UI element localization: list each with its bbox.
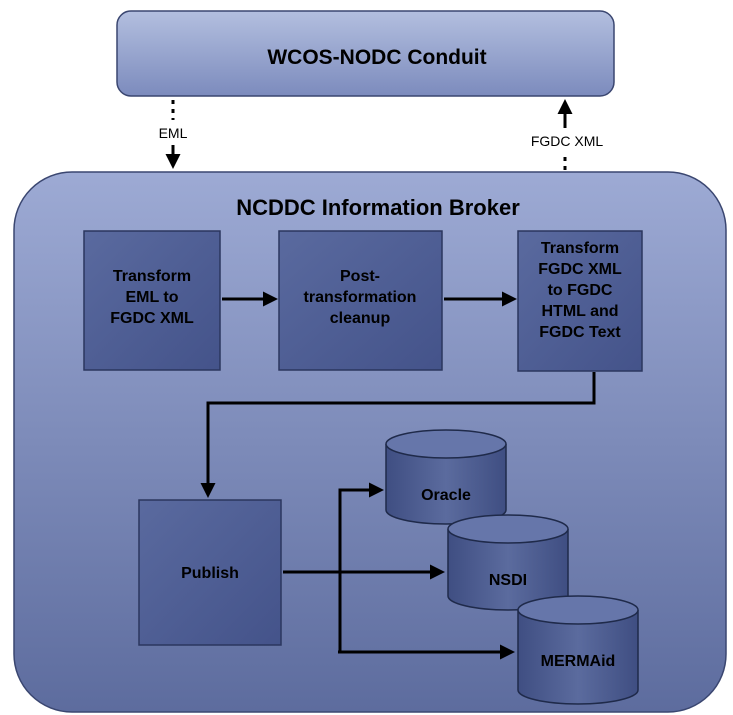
step-1-line-3: FGDC XML — [110, 310, 194, 327]
step-2-line-3: cleanup — [330, 310, 391, 327]
step-3-line-3: to FGDC — [548, 282, 613, 299]
step-2-line-1: Post- — [340, 268, 380, 285]
fgdc-xml-flow: FGDC XML — [531, 99, 604, 170]
nsdi-label: NSDI — [489, 572, 527, 589]
publish-label: Publish — [181, 565, 239, 582]
conduit-box: WCOS-NODC Conduit — [116, 10, 615, 97]
database-nsdi: NSDI — [447, 514, 569, 611]
step-3-line-2: FGDC XML — [538, 261, 622, 278]
database-oracle: Oracle — [385, 429, 507, 525]
publish-fanout — [283, 482, 515, 660]
publish-box: Publish — [138, 499, 282, 646]
arrow-step3-to-publish — [200, 372, 596, 498]
step-3-line-1: Transform — [541, 240, 619, 257]
database-mermaid: MERMAid — [517, 595, 639, 705]
step-transform-eml: Transform EML to FGDC XML — [83, 230, 221, 371]
mermaid-label: MERMAid — [541, 653, 616, 670]
step-post-transformation-cleanup: Post- transformation cleanup — [278, 230, 443, 371]
eml-label: EML — [159, 125, 188, 141]
step-3-line-5: FGDC Text — [539, 324, 621, 341]
step-3-line-4: HTML and — [541, 303, 618, 320]
fgdc-xml-label: FGDC XML — [531, 133, 604, 149]
conduit-title: WCOS-NODC Conduit — [267, 46, 486, 69]
step-1-line-1: Transform — [113, 268, 191, 285]
eml-flow: EML — [159, 100, 188, 169]
oracle-label: Oracle — [421, 487, 471, 504]
broker-title: NCDDC Information Broker — [236, 195, 520, 220]
step-1-line-2: EML to — [125, 289, 178, 306]
step-transform-fgdc: Transform FGDC XML to FGDC HTML and FGDC… — [517, 230, 643, 372]
step-2-line-2: transformation — [304, 289, 417, 306]
